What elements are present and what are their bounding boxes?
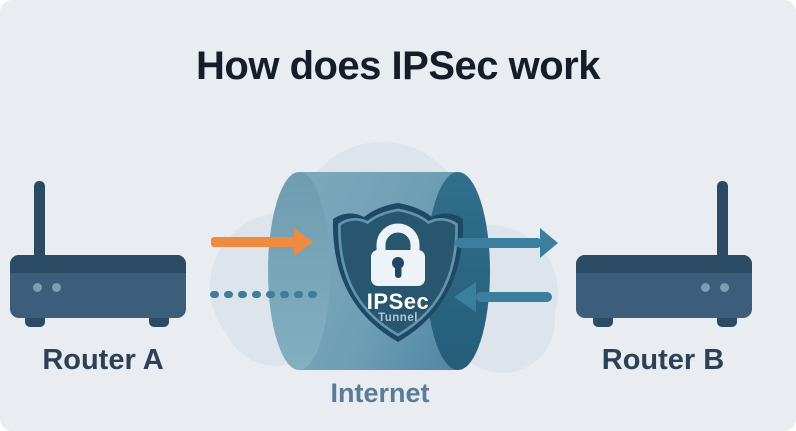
led-indicator — [52, 283, 61, 292]
forward-arrow-icon — [455, 238, 542, 248]
router-body — [576, 255, 752, 318]
page-title: How does IPSec work — [196, 44, 600, 88]
tunnel-right-opening-icon — [426, 172, 490, 370]
plain-traffic-arrowhead-icon — [294, 228, 313, 256]
router-a-label: Router A — [42, 344, 164, 376]
router-a-icon — [10, 181, 186, 331]
internet-label: Internet — [330, 378, 430, 408]
plain-traffic-arrow-icon — [211, 237, 295, 247]
router-top-panel — [576, 255, 752, 273]
router-b-label: Router B — [601, 344, 725, 376]
antenna-icon — [34, 181, 45, 261]
led-indicator — [720, 283, 729, 292]
shield-subtitle: Tunnel — [378, 312, 418, 324]
led-indicator — [701, 283, 710, 292]
return-arrow-icon — [476, 292, 552, 302]
encrypted-dashed-line-icon — [210, 291, 317, 298]
router-b-icon — [576, 181, 752, 331]
router-top-panel — [10, 255, 186, 273]
antenna-icon — [717, 181, 728, 261]
forward-arrowhead-icon — [540, 228, 558, 258]
led-indicator — [33, 283, 42, 292]
tunnel-left-opening-icon — [268, 172, 330, 370]
router-body — [10, 255, 186, 318]
